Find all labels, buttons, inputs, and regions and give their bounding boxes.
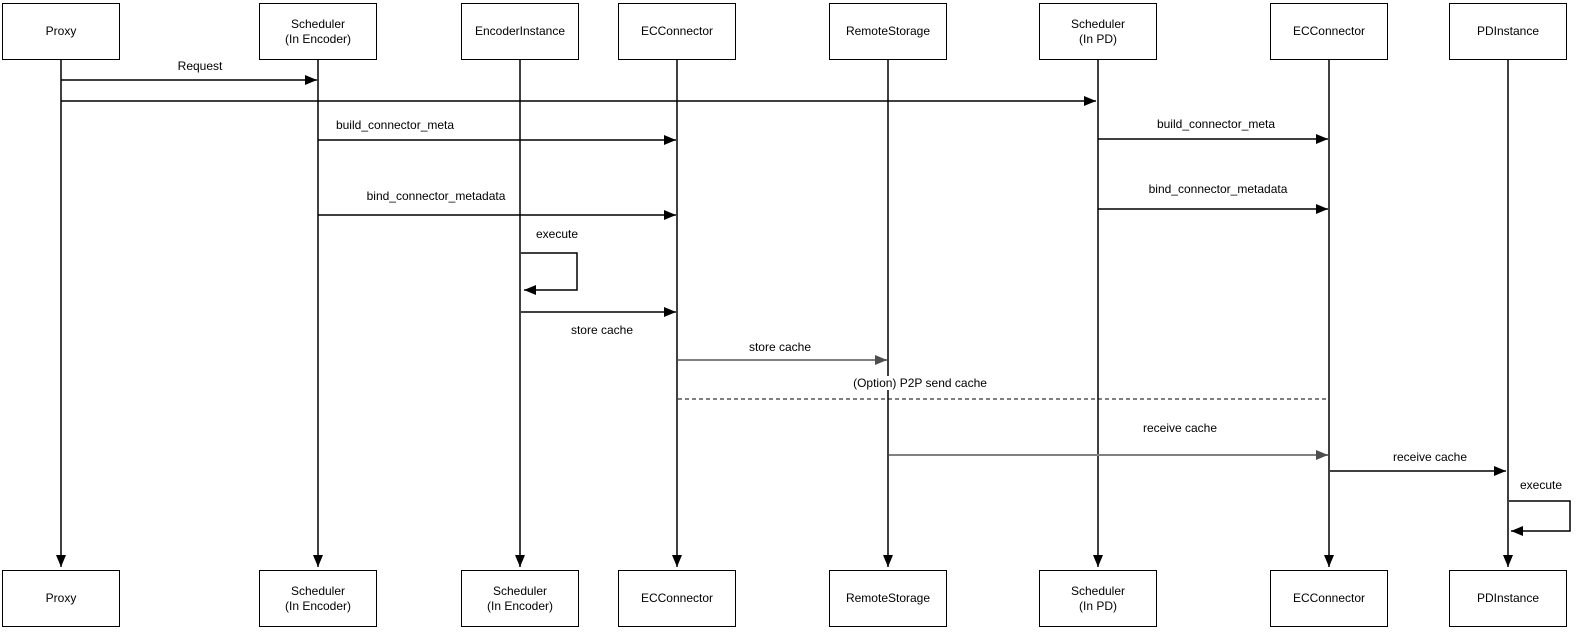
actor-bottom-ec-connector: ECConnector: [618, 570, 736, 627]
actor-label: Scheduler (In Encoder): [284, 16, 352, 46]
actor-bottom-scheduler-in-pd: Scheduler (In PD): [1039, 570, 1157, 627]
actor-top-scheduler-in-encoder: Scheduler (In Encoder): [259, 3, 377, 60]
actor-label: PDInstance: [1476, 591, 1540, 605]
actor-label: Proxy: [45, 591, 77, 605]
actor-label: Scheduler (In PD): [1070, 16, 1126, 46]
self-loop-execute-encoder: [521, 252, 578, 295]
actor-label: PDInstance: [1476, 24, 1540, 38]
actor-top-scheduler-in-pd: Scheduler (In PD): [1039, 3, 1157, 60]
actor-bottom-proxy: Proxy: [2, 570, 120, 627]
actor-bottom-ec-connector-pd: ECConnector: [1270, 570, 1388, 627]
actor-label: ECConnector: [1292, 591, 1366, 605]
message-label-build-connector-meta-pd: build_connector_meta: [1154, 117, 1278, 131]
message-label-store-cache-encoder: store cache: [568, 323, 636, 337]
message-label-store-cache-remote: store cache: [746, 340, 814, 354]
actor-top-ec-connector-pd: ECConnector: [1270, 3, 1388, 60]
actor-label: EncoderInstance: [474, 24, 566, 38]
message-label-receive-cache-pd: receive cache: [1390, 450, 1470, 464]
actor-bottom-remote-storage: RemoteStorage: [829, 570, 947, 627]
message-label-bind-connector-metadata-encoder: bind_connector_metadata: [364, 189, 508, 203]
actor-label: RemoteStorage: [845, 591, 931, 605]
actor-label: ECConnector: [640, 591, 714, 605]
actor-label: RemoteStorage: [845, 24, 931, 38]
message-label-p2p-send-cache: (Option) P2P send cache: [851, 376, 989, 390]
actor-label: ECConnector: [640, 24, 714, 38]
message-label-execute-pd: execute: [1517, 478, 1565, 492]
message-label-execute-encoder: execute: [533, 227, 581, 241]
actor-label: ECConnector: [1292, 24, 1366, 38]
message-label-build-connector-meta-encoder: build_connector_meta: [333, 118, 457, 132]
actor-label: Proxy: [45, 24, 77, 38]
actor-bottom-scheduler-in-encoder: Scheduler (In Encoder): [259, 570, 377, 627]
message-label-bind-connector-metadata-pd: bind_connector_metadata: [1146, 182, 1290, 196]
self-loop-execute-pd: [1509, 500, 1571, 536]
actor-top-proxy: Proxy: [2, 3, 120, 60]
actor-label: Scheduler (In Encoder): [486, 583, 554, 613]
actor-top-pd-instance: PDInstance: [1449, 3, 1567, 60]
actor-top-encoder-instance: EncoderInstance: [461, 3, 579, 60]
message-label-request: Request: [175, 59, 225, 73]
message-label-receive-cache-remote: receive cache: [1140, 421, 1220, 435]
actor-bottom-pd-instance: PDInstance: [1449, 570, 1567, 627]
actor-bottom-scheduler-in-encoder-2: Scheduler (In Encoder): [461, 570, 579, 627]
actor-label: Scheduler (In Encoder): [284, 583, 352, 613]
actor-label: Scheduler (In PD): [1070, 583, 1126, 613]
actor-top-ec-connector: ECConnector: [618, 3, 736, 60]
actor-top-remote-storage: RemoteStorage: [829, 3, 947, 60]
